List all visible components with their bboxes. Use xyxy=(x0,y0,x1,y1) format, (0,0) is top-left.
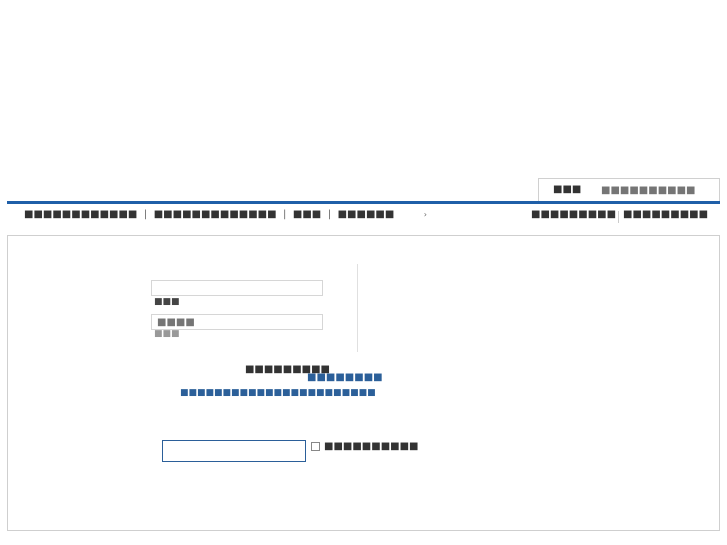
search-box: ■■■ xyxy=(538,178,720,202)
header-rule xyxy=(7,201,720,204)
nav-item-3[interactable]: ■■■ xyxy=(292,209,322,220)
username-field[interactable] xyxy=(151,280,323,296)
username-label: ■■■ xyxy=(154,297,180,307)
search-label: ■■■ xyxy=(553,184,582,195)
captcha-help-link[interactable]: ■■■■■■■■■■■■■■■■■■■■■■■ xyxy=(180,388,376,398)
register-link[interactable]: ■■■■■■■■■ xyxy=(623,209,709,220)
chevron-right-icon: › xyxy=(423,210,427,219)
nav-separator: | xyxy=(327,209,332,220)
login-link[interactable]: ■■■■■■■■■ xyxy=(531,209,617,220)
vertical-divider xyxy=(357,264,358,352)
login-panel: ■■■ ■■■ ■■■■■■■■■ ■■■■■■■■ ■■■■■■■■■■■■■… xyxy=(7,235,720,531)
nav-separator: | xyxy=(143,209,148,220)
captcha-prompt: ■■■■■■■■■ xyxy=(244,364,330,375)
remember-label: ■■■■■■■■■■ xyxy=(324,441,419,452)
nav-separator: | xyxy=(283,209,287,220)
nav-item-4[interactable]: ■■■■■■ xyxy=(337,209,395,220)
search-input[interactable] xyxy=(601,183,713,197)
captcha-refresh-link[interactable]: ■■■■■■■■ xyxy=(307,372,383,383)
remember-me[interactable]: ■■■■■■■■■■ xyxy=(311,441,418,452)
nav-item-2[interactable]: ■■■■■■■■■■■■■ xyxy=(153,209,277,220)
password-field[interactable] xyxy=(151,314,323,330)
main-nav: ■■■■■■■■■■■■ | ■■■■■■■■■■■■■ | ■■■ | ■■■… xyxy=(24,209,427,220)
remember-checkbox[interactable] xyxy=(311,442,320,451)
account-divider xyxy=(618,211,619,223)
password-hint: ■■■ xyxy=(154,329,180,339)
captcha-input[interactable] xyxy=(162,440,306,462)
nav-item-1[interactable]: ■■■■■■■■■■■■ xyxy=(24,209,138,220)
